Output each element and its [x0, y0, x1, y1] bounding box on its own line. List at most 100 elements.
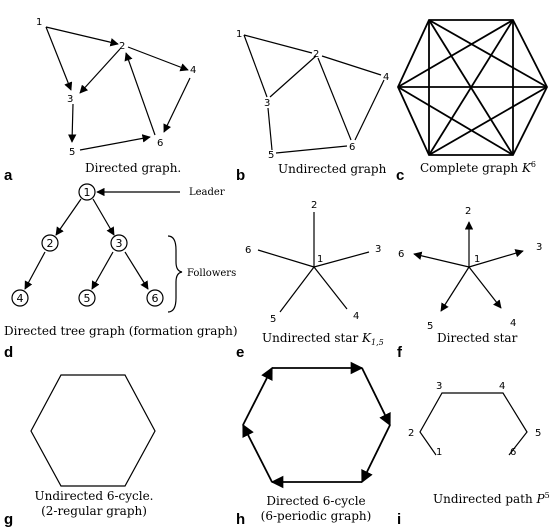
node-b-5: 5	[268, 150, 274, 161]
caption-f: Directed star	[437, 331, 518, 345]
edge-a-1-2	[45, 26, 119, 47]
node-b-2: 2	[313, 49, 319, 60]
caption-c: Complete graph K6	[420, 160, 536, 175]
edge-e-1-4	[313, 266, 348, 310]
panel-letter-f: f	[397, 344, 403, 361]
node-b-3: 3	[264, 98, 270, 109]
edge-a-3-5	[68, 103, 77, 143]
path-edges	[419, 392, 528, 456]
followers-label: Followers	[187, 268, 236, 279]
edge-f-1-5	[440, 266, 470, 312]
panel-c: Complete graph K6 c	[396, 19, 549, 184]
panel-letter-e: e	[236, 344, 244, 361]
edge-f-1-6	[413, 251, 470, 268]
edge-a-2-3	[79, 48, 121, 94]
panel-letter-a: a	[4, 167, 13, 184]
caption-h-line2: (6-periodic graph)	[261, 509, 372, 523]
node-d-5: 5	[78, 289, 96, 307]
svg-text:2: 2	[47, 237, 54, 250]
node-f-4: 4	[510, 318, 516, 329]
node-d-1: 1	[78, 183, 96, 201]
svg-text:3: 3	[116, 237, 123, 250]
panel-letter-g: g	[4, 511, 13, 527]
panel-letter-d: d	[4, 344, 13, 361]
svg-text:1: 1	[84, 186, 91, 199]
caption-b: Undirected graph	[278, 162, 387, 176]
cycle-hexagon	[30, 374, 156, 487]
followers-brace	[167, 235, 183, 313]
node-a-2: 2	[119, 41, 125, 52]
caption-a: Directed graph.	[85, 161, 181, 175]
edge-b-5-6	[275, 145, 348, 154]
node-f-6: 6	[398, 249, 404, 260]
node-d-2: 2	[41, 234, 59, 252]
panel-letter-i: i	[397, 511, 401, 527]
node-b-1: 1	[236, 29, 242, 40]
edge-b-1-3	[243, 34, 268, 98]
node-f-5: 5	[427, 321, 433, 332]
edge-h-left-upper	[242, 366, 273, 426]
edge-e-1-6	[257, 249, 315, 268]
edge-d-3-6	[124, 251, 149, 290]
edge-a-6-2	[124, 52, 156, 136]
panel-b: 1 2 3 4 5 6 Undirected graph b	[236, 29, 389, 184]
edge-h-right-upper	[361, 367, 391, 427]
caption-d: Directed tree graph (formation graph)	[4, 324, 238, 338]
node-d-6: 6	[146, 289, 164, 307]
k6-edge	[428, 19, 548, 88]
node-a-5: 5	[69, 147, 75, 158]
node-i-4: 4	[499, 381, 505, 392]
edge-b-2-3	[269, 55, 317, 98]
k6-edge	[397, 86, 514, 156]
edge-f-1-4	[468, 266, 502, 309]
edge-f-1-3	[468, 249, 524, 268]
node-f-1: 1	[474, 254, 480, 265]
edge-d-3-5	[91, 251, 114, 290]
panel-d: Leader 1 2 3 4 5 6 Followers Directed tr…	[4, 183, 238, 361]
caption-g-line1: Undirected 6-cycle.	[34, 489, 153, 503]
leader-label: Leader	[189, 187, 225, 198]
directed-cycle-edges	[242, 361, 391, 489]
edge-e-1-5	[279, 266, 315, 313]
node-i-1: 1	[436, 447, 442, 458]
node-e-6: 6	[245, 245, 251, 256]
node-i-3: 3	[436, 381, 442, 392]
svg-text:4: 4	[17, 292, 24, 305]
panel-e: 1 2 3 4 5 6 Undirected star K1,5 e	[236, 200, 384, 361]
panel-i: 1 2 3 4 5 6 Undirected path P5 i	[397, 381, 550, 527]
node-a-1: 1	[36, 17, 42, 28]
panel-letter-b: b	[236, 167, 245, 184]
caption-g-line2: (2-regular graph)	[41, 504, 147, 518]
node-a-3: 3	[67, 94, 73, 105]
svg-text:5: 5	[84, 292, 91, 305]
edge-b-2-4	[321, 55, 382, 76]
node-a-6: 6	[157, 138, 163, 149]
k6-edge	[397, 19, 514, 88]
node-i-2: 2	[408, 428, 414, 439]
edge-h-right-lower	[361, 424, 391, 484]
caption-h-line1: Directed 6-cycle	[266, 494, 365, 508]
node-i-5: 5	[535, 428, 541, 439]
complete-graph-edges	[397, 19, 549, 156]
node-a-4: 4	[190, 65, 196, 76]
edge-b-3-5	[267, 107, 273, 151]
svg-text:6: 6	[152, 292, 159, 305]
caption-e: Undirected star K1,5	[262, 331, 384, 347]
edge-d-1-3	[92, 198, 115, 236]
edge-d-1-2	[55, 198, 82, 236]
node-e-5: 5	[270, 314, 276, 325]
edge-b-2-6	[317, 57, 352, 141]
panel-g: Undirected 6-cycle. (2-regular graph) g	[4, 374, 156, 527]
edge-a-2-4	[127, 46, 189, 72]
edge-e-1-3	[313, 251, 370, 268]
node-e-2: 2	[311, 200, 317, 211]
panel-a: 1 2 3 4 5 6 Directed graph. a	[4, 17, 196, 184]
node-e-3: 3	[375, 244, 381, 255]
edge-d-2-4	[24, 251, 46, 290]
node-e-4: 4	[353, 311, 359, 322]
node-f-2: 2	[465, 206, 471, 217]
node-d-4: 4	[11, 289, 29, 307]
edge-b-1-2	[243, 34, 313, 54]
